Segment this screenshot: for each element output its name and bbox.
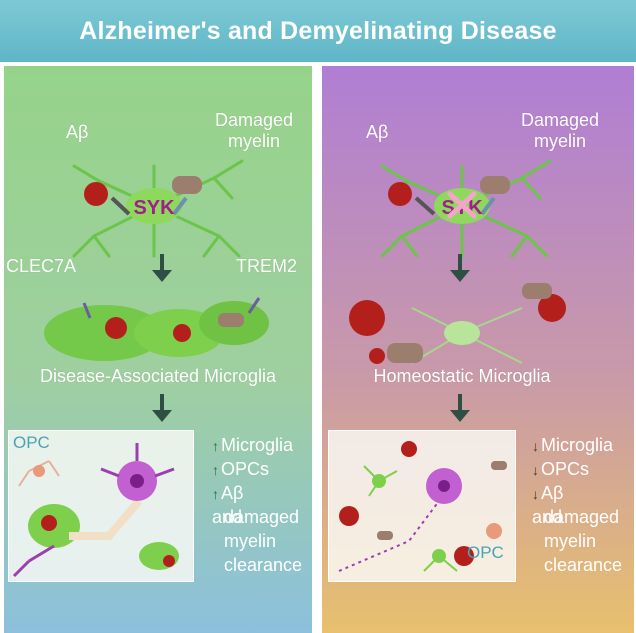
syk-label: SYK <box>133 197 175 219</box>
figure-title: Alzheimer's and Demyelinating Disease <box>79 16 557 45</box>
opc-myelination-illustration <box>12 443 179 578</box>
disease-associated-microglia-label: Disease-Associated Microglia <box>39 366 277 386</box>
title-bar: Alzheimer's and Demyelinating Disease <box>0 0 636 62</box>
opc-demyelination-illustration <box>338 441 507 572</box>
amyloid-plaque-icon <box>84 182 108 206</box>
opc-inset-box: OPC <box>8 430 194 582</box>
panel-syk-present: Aβ Damaged myelin SYK CLEC7A <box>4 66 312 633</box>
amyloid-beta-label: Aβ <box>366 122 389 142</box>
microglia-syk-illustration: SYK <box>72 159 244 258</box>
arrow-down-icon <box>450 394 470 422</box>
damaged-myelin-label: Damaged myelin <box>520 110 600 151</box>
activated-microglia-illustration <box>44 297 269 361</box>
opc-label: OPC <box>467 543 504 562</box>
microglia-syk-deleted-illustration: SYK <box>380 159 552 258</box>
opc-label: OPC <box>13 433 50 452</box>
damaged-myelin-label: Damaged myelin <box>214 110 294 151</box>
trem2-label: TREM2 <box>236 256 298 276</box>
opc-inset-box: OPC <box>328 430 516 582</box>
homeostatic-microglia-illustration <box>349 283 566 364</box>
panel-syk-deleted: Aβ Damaged myelin SYK <box>322 66 634 633</box>
myelin-debris-icon <box>172 176 202 194</box>
arrow-down-icon <box>152 254 172 282</box>
arrow-down-icon <box>152 394 172 422</box>
arrow-down-icon <box>450 254 470 282</box>
amyloid-beta-label: Aβ <box>66 122 89 142</box>
homeostatic-microglia-label: Homeostatic Microglia <box>373 366 551 386</box>
deletion-cross-icon <box>447 191 477 219</box>
clec7a-label: CLEC7A <box>6 256 77 276</box>
